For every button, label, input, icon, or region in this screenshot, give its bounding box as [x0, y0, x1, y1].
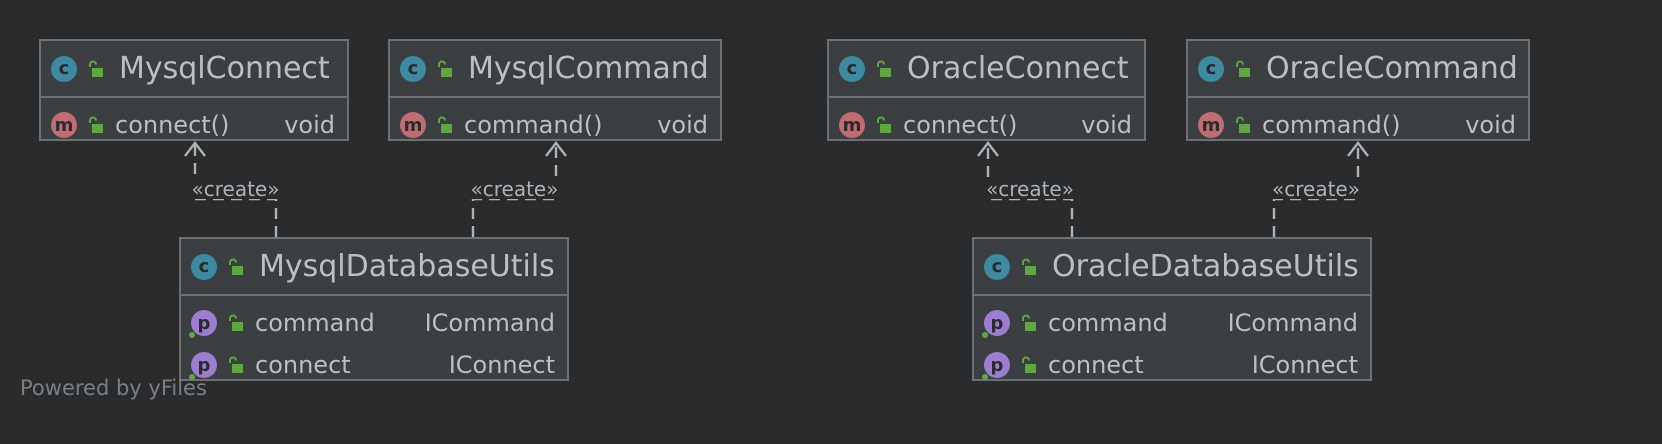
- unlock-icon: [89, 116, 103, 133]
- member-type: ICommand: [424, 309, 555, 337]
- property-row[interactable]: p connect IConnect: [974, 344, 1370, 386]
- member-type: void: [1465, 111, 1516, 139]
- unlock-icon: [1236, 116, 1250, 133]
- method-badge-icon: m: [1198, 112, 1224, 138]
- unlock-icon: [877, 116, 891, 133]
- unlock-icon: [229, 258, 243, 275]
- member-name: command: [255, 309, 375, 337]
- method-row[interactable]: m connect() void: [829, 104, 1144, 146]
- class-name: OracleConnect: [907, 51, 1129, 86]
- unlock-icon: [229, 356, 243, 373]
- property-badge-icon: p: [982, 352, 1010, 380]
- class-badge-icon: c: [191, 253, 217, 280]
- member-type: void: [284, 111, 335, 139]
- relation-label: «create»: [1271, 177, 1361, 201]
- method-row[interactable]: m command() void: [390, 104, 720, 146]
- class-header: c MysqlConnect: [41, 41, 347, 98]
- method-row[interactable]: m command() void: [1188, 104, 1528, 146]
- class-name: MysqlDatabaseUtils: [259, 249, 555, 284]
- class-members: m connect() void: [829, 98, 1144, 146]
- class-header: c MysqlCommand: [390, 41, 720, 98]
- open-arrowhead-icon: [1347, 141, 1369, 157]
- class-name: OracleDatabaseUtils: [1052, 249, 1359, 284]
- class-node-mysql-database-utils[interactable]: c MysqlDatabaseUtils p command ICommand p conn…: [179, 237, 569, 381]
- create-dependency-line: [471, 143, 558, 237]
- class-badge-icon: c: [1198, 55, 1224, 82]
- member-type: ICommand: [1227, 309, 1358, 337]
- property-row[interactable]: p connect IConnect: [181, 344, 567, 386]
- member-type: IConnect: [448, 351, 555, 379]
- unlock-icon: [438, 116, 452, 133]
- unlock-icon: [1022, 258, 1036, 275]
- class-node-mysql-command[interactable]: c MysqlCommand m command() void: [388, 39, 722, 141]
- class-node-oracle-connect[interactable]: c OracleConnect m connect() void: [827, 39, 1146, 141]
- unlock-icon: [1022, 356, 1036, 373]
- class-members: m connect() void: [41, 98, 347, 146]
- member-name: command: [1048, 309, 1168, 337]
- open-arrowhead-icon: [545, 141, 567, 157]
- class-badge-icon: c: [984, 253, 1010, 280]
- class-header: c OracleConnect: [829, 41, 1144, 98]
- unlock-icon: [1236, 60, 1250, 77]
- class-node-oracle-command[interactable]: c OracleCommand m command() void: [1186, 39, 1530, 141]
- method-row[interactable]: m connect() void: [41, 104, 347, 146]
- class-badge-icon: c: [51, 55, 77, 82]
- class-header: c MysqlDatabaseUtils: [181, 239, 567, 296]
- member-name: connect: [1048, 351, 1144, 379]
- class-header: c OracleCommand: [1188, 41, 1528, 98]
- class-name: MysqlCommand: [468, 51, 709, 86]
- watermark: Powered by yFiles: [20, 376, 207, 400]
- member-name: command(): [464, 111, 603, 139]
- property-badge-icon: p: [189, 310, 217, 338]
- class-name: OracleCommand: [1266, 51, 1518, 86]
- member-name: connect: [255, 351, 351, 379]
- method-badge-icon: m: [51, 112, 77, 138]
- property-row[interactable]: p command ICommand: [974, 302, 1370, 344]
- unlock-icon: [1022, 314, 1036, 331]
- relation-label: «create»: [985, 177, 1075, 201]
- member-name: command(): [1262, 111, 1401, 139]
- member-type: void: [657, 111, 708, 139]
- unlock-icon: [438, 60, 452, 77]
- member-name: connect(): [903, 111, 1018, 139]
- member-type: void: [1081, 111, 1132, 139]
- create-dependency-line: [1272, 143, 1360, 237]
- relation-label: «create»: [469, 177, 560, 201]
- unlock-icon: [89, 60, 103, 77]
- method-badge-icon: m: [400, 112, 426, 138]
- class-header: c OracleDatabaseUtils: [974, 239, 1370, 296]
- class-badge-icon: c: [400, 55, 426, 82]
- class-members: m command() void: [390, 98, 720, 146]
- property-row[interactable]: p command ICommand: [181, 302, 567, 344]
- class-members: p command ICommand p connect IConnect: [974, 296, 1370, 386]
- class-node-oracle-database-utils[interactable]: c OracleDatabaseUtils p command ICommand p con…: [972, 237, 1372, 381]
- class-members: m command() void: [1188, 98, 1528, 146]
- relation-label: «create»: [190, 177, 281, 201]
- create-dependency-line: [986, 143, 1074, 237]
- property-badge-icon: p: [982, 310, 1010, 338]
- class-members: p command ICommand p connect IConnect: [181, 296, 567, 386]
- open-arrowhead-icon: [977, 141, 999, 157]
- class-node-mysql-connect[interactable]: c MysqlConnect m connect() void: [39, 39, 349, 141]
- class-badge-icon: c: [839, 55, 865, 82]
- class-name: MysqlConnect: [119, 51, 330, 86]
- member-type: IConnect: [1251, 351, 1358, 379]
- method-badge-icon: m: [839, 112, 865, 138]
- property-badge-icon: p: [189, 352, 217, 380]
- open-arrowhead-icon: [184, 141, 206, 157]
- member-name: connect(): [115, 111, 230, 139]
- create-dependency-line: [193, 143, 278, 237]
- unlock-icon: [229, 314, 243, 331]
- unlock-icon: [877, 60, 891, 77]
